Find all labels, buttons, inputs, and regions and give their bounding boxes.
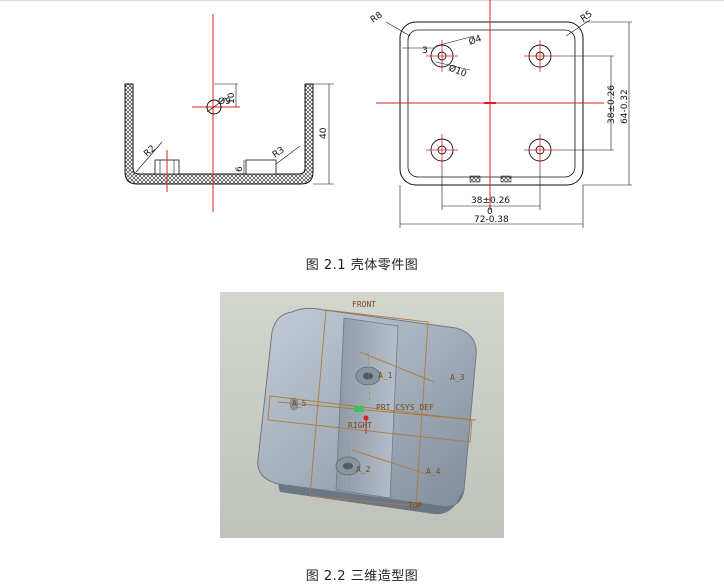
boss-top-right <box>524 40 556 72</box>
dim-height: 40 <box>319 127 329 139</box>
dim-r-left: R8 <box>369 10 385 25</box>
label-top: TOP <box>408 501 423 510</box>
datum-planes <box>267 309 477 507</box>
3d-model-viewport: FRONT A_1 A_3 A_5 PRT_CSYS_DEF RIGHT A_2… <box>220 292 504 538</box>
shell-channel <box>335 317 399 499</box>
dim-v-outer: 64-0.32 <box>620 89 630 124</box>
side-section-view: Ø9 10 40 6 R2 R3 <box>124 14 334 212</box>
dim-radius-bottom: R2 <box>142 144 158 159</box>
dim-v-inner: 38±0.26 <box>607 85 617 124</box>
dim-hole-offset: 10 <box>227 92 237 104</box>
label-csys: PRT_CSYS_DEF <box>376 403 434 412</box>
label-a2: A_2 <box>356 465 371 474</box>
dim-boss-height: 6 <box>235 166 245 172</box>
label-a3: A_3 <box>450 373 465 382</box>
3d-model-render: FRONT A_1 A_3 A_5 PRT_CSYS_DEF RIGHT A_2… <box>220 292 504 538</box>
dim-dia4: Ø4 <box>467 33 483 48</box>
dim-zero: 0 <box>487 207 493 217</box>
dim-3: 3 <box>422 46 428 56</box>
dim-h-outer: 72-0.38 <box>474 215 509 225</box>
csys-marker <box>354 406 369 434</box>
label-right: RIGHT <box>348 421 372 430</box>
side-hole <box>206 99 222 115</box>
boss-right <box>245 159 277 175</box>
label-a5: A_5 <box>292 399 307 408</box>
slot-right <box>500 175 512 183</box>
dim-h-inner: 38±0.26 <box>471 196 510 206</box>
boss-top-left <box>426 40 458 72</box>
boss-bottom-left <box>426 134 458 166</box>
label-front: FRONT <box>352 300 376 309</box>
figure-2-1-caption: 图 2.1 壳体零件图 <box>305 258 419 273</box>
shell-part-drawing: Ø9 10 40 6 R2 R3 <box>124 0 632 228</box>
figure-2-2-caption: 图 2.2 三维造型图 <box>305 569 419 584</box>
section-wall <box>124 83 314 185</box>
dim-hole-dia: Ø9 <box>218 96 231 107</box>
slot-left <box>469 175 481 183</box>
label-a1: A_1 <box>378 371 393 380</box>
top-divider <box>0 0 724 1</box>
boss-bottom-right <box>524 134 556 166</box>
top-plan-view: R8 R5 3 Ø4 Ø10 38±0.26 64-0.32 38±0.26 0… <box>369 0 632 228</box>
dim-dia10: Ø10 <box>447 63 469 80</box>
label-a4: A_4 <box>426 467 441 476</box>
